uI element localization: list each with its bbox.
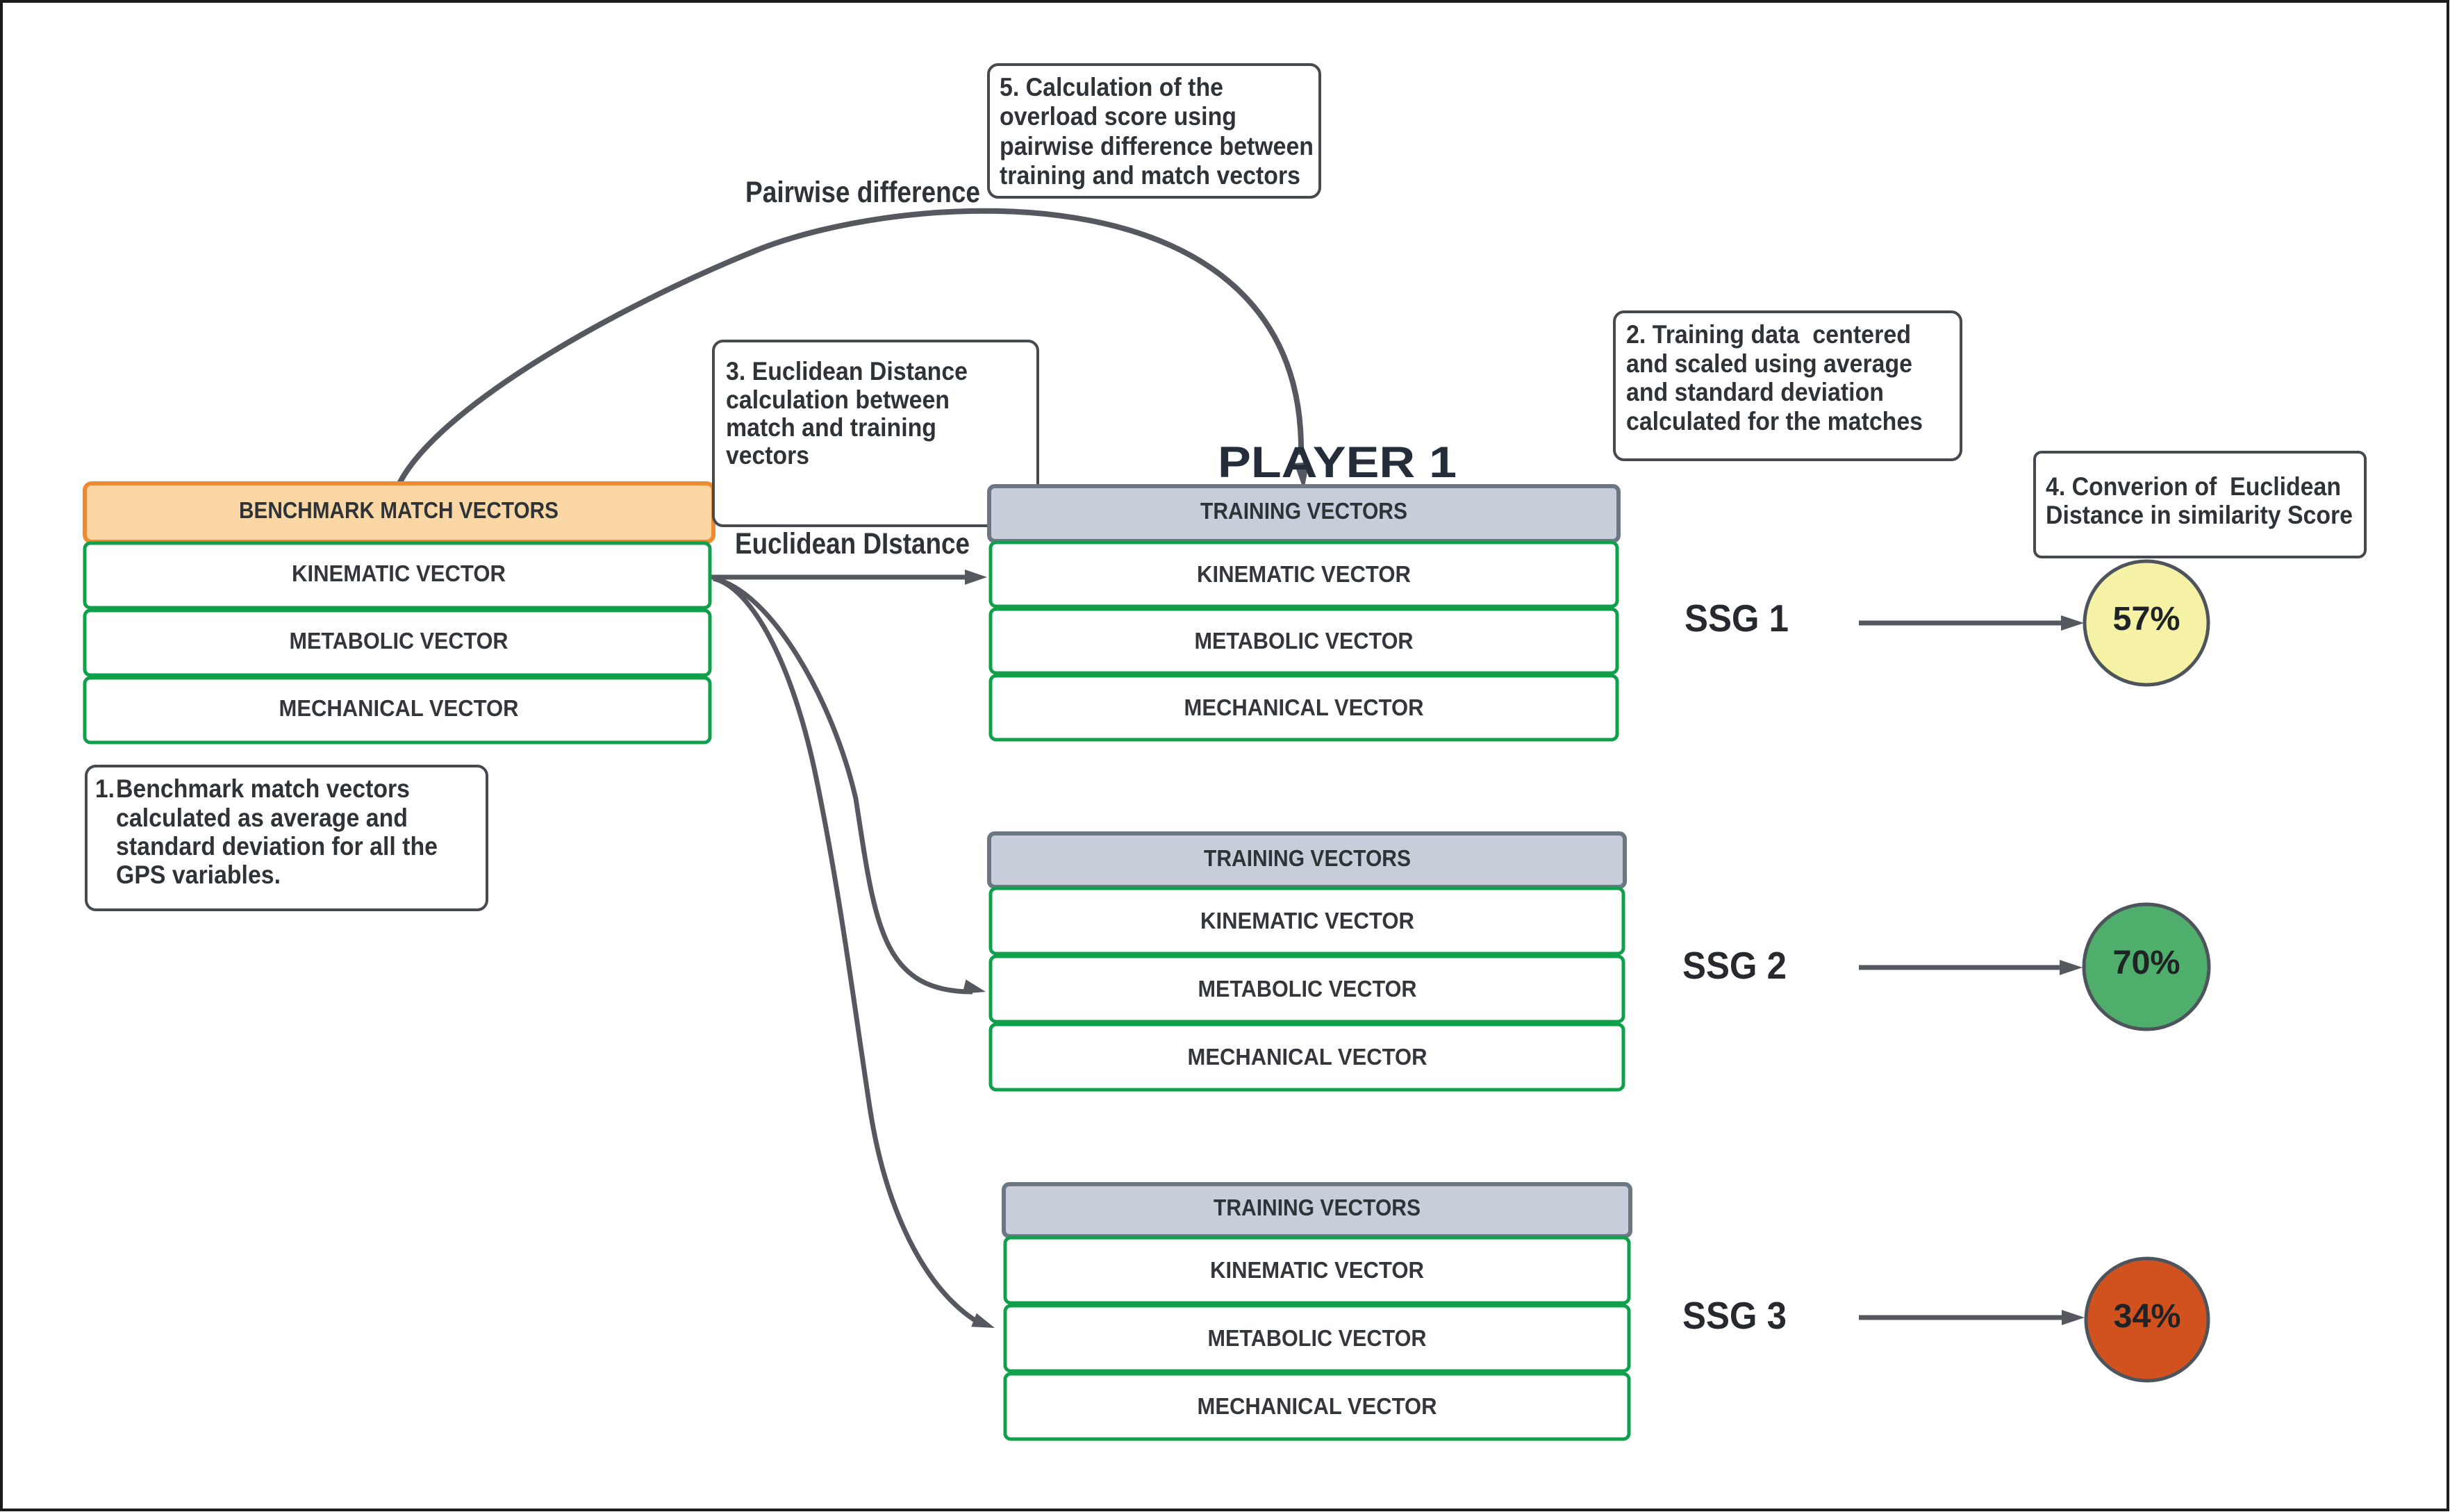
svg-text:PLAYER 1: PLAYER 1 bbox=[1218, 438, 1457, 487]
svg-text:4. Converion of Euclidean: 4. Converion of Euclidean bbox=[2046, 472, 2341, 501]
svg-text:METABOLIC VECTOR: METABOLIC VECTOR bbox=[1195, 628, 1414, 654]
svg-text:training and match vectors: training and match vectors bbox=[1000, 161, 1300, 190]
svg-text:overload score using: overload score using bbox=[1000, 102, 1236, 131]
svg-text:Euclidean DIstance: Euclidean DIstance bbox=[735, 527, 970, 560]
svg-text:TRAINING VECTORS: TRAINING VECTORS bbox=[1200, 498, 1407, 524]
svg-text:TRAINING VECTORS: TRAINING VECTORS bbox=[1204, 845, 1411, 871]
svg-text:calculation between: calculation between bbox=[726, 385, 950, 414]
svg-text:calculated as average and: calculated as average and bbox=[116, 804, 408, 832]
svg-text:Pairwise difference: Pairwise difference bbox=[745, 176, 980, 209]
svg-text:match and training: match and training bbox=[726, 413, 936, 442]
svg-text:1.: 1. bbox=[95, 774, 115, 803]
svg-text:70%: 70% bbox=[2113, 945, 2180, 981]
svg-text:Distance in similarity Score: Distance in similarity Score bbox=[2046, 501, 2353, 529]
svg-text:METABOLIC VECTOR: METABOLIC VECTOR bbox=[290, 628, 508, 654]
svg-text:vectors: vectors bbox=[726, 441, 809, 470]
svg-text:METABOLIC VECTOR: METABOLIC VECTOR bbox=[1198, 976, 1417, 1002]
svg-text:SSG 2: SSG 2 bbox=[1682, 944, 1787, 987]
svg-text:57%: 57% bbox=[2113, 601, 2180, 638]
svg-text:KINEMATIC VECTOR: KINEMATIC VECTOR bbox=[1200, 908, 1414, 933]
svg-text:BENCHMARK MATCH VECTORS: BENCHMARK MATCH VECTORS bbox=[239, 497, 558, 523]
svg-text:Benchmark match vectors: Benchmark match vectors bbox=[116, 774, 410, 803]
svg-text:GPS variables.: GPS variables. bbox=[116, 861, 281, 889]
svg-text:34%: 34% bbox=[2114, 1298, 2181, 1335]
svg-text:5. Calculation of the: 5. Calculation of the bbox=[1000, 73, 1223, 101]
svg-text:MECHANICAL VECTOR: MECHANICAL VECTOR bbox=[279, 695, 519, 721]
svg-text:SSG 3: SSG 3 bbox=[1682, 1294, 1787, 1337]
svg-text:calculated for the matches: calculated for the matches bbox=[1626, 407, 1923, 435]
svg-text:3. Euclidean Distance: 3. Euclidean Distance bbox=[726, 357, 968, 385]
svg-text:METABOLIC VECTOR: METABOLIC VECTOR bbox=[1208, 1325, 1427, 1351]
svg-text:SSG 1: SSG 1 bbox=[1685, 597, 1789, 640]
svg-text:KINEMATIC VECTOR: KINEMATIC VECTOR bbox=[1210, 1257, 1424, 1283]
svg-text:MECHANICAL VECTOR: MECHANICAL VECTOR bbox=[1184, 695, 1424, 720]
svg-text:2. Training data centered: 2. Training data centered bbox=[1626, 320, 1911, 349]
svg-text:and standard deviation: and standard deviation bbox=[1626, 378, 1884, 406]
svg-text:MECHANICAL VECTOR: MECHANICAL VECTOR bbox=[1188, 1044, 1427, 1070]
svg-text:pairwise difference between: pairwise difference between bbox=[1000, 132, 1314, 160]
svg-text:KINEMATIC VECTOR: KINEMATIC VECTOR bbox=[1197, 561, 1411, 587]
svg-text:TRAINING VECTORS: TRAINING VECTORS bbox=[1214, 1195, 1421, 1220]
svg-text:KINEMATIC VECTOR: KINEMATIC VECTOR bbox=[292, 560, 506, 586]
svg-text:MECHANICAL VECTOR: MECHANICAL VECTOR bbox=[1198, 1393, 1437, 1419]
svg-text:standard deviation for all the: standard deviation for all the bbox=[116, 832, 438, 861]
svg-text:and scaled using average: and scaled using average bbox=[1626, 349, 1912, 378]
